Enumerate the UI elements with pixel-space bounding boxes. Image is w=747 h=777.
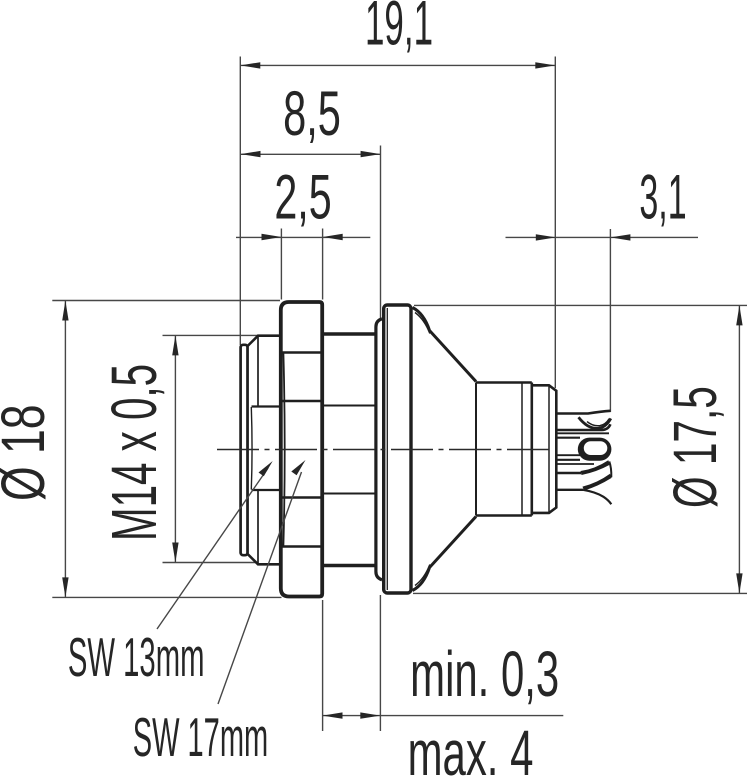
svg-text:SW 17mm: SW 17mm [133,707,268,768]
svg-text:Ø 17,5: Ø 17,5 [661,386,729,508]
svg-text:2,5: 2,5 [274,163,331,233]
svg-text:max. 4: max. 4 [408,718,534,777]
svg-text:8,5: 8,5 [283,79,341,149]
svg-text:min. 0,3: min. 0,3 [410,639,559,710]
svg-text:Ø 18: Ø 18 [0,404,58,501]
svg-text:19,1: 19,1 [365,0,433,58]
svg-text:M14 x 0,5: M14 x 0,5 [100,364,171,541]
svg-text:3,1: 3,1 [639,161,686,232]
svg-text:SW 13mm: SW 13mm [68,627,205,688]
